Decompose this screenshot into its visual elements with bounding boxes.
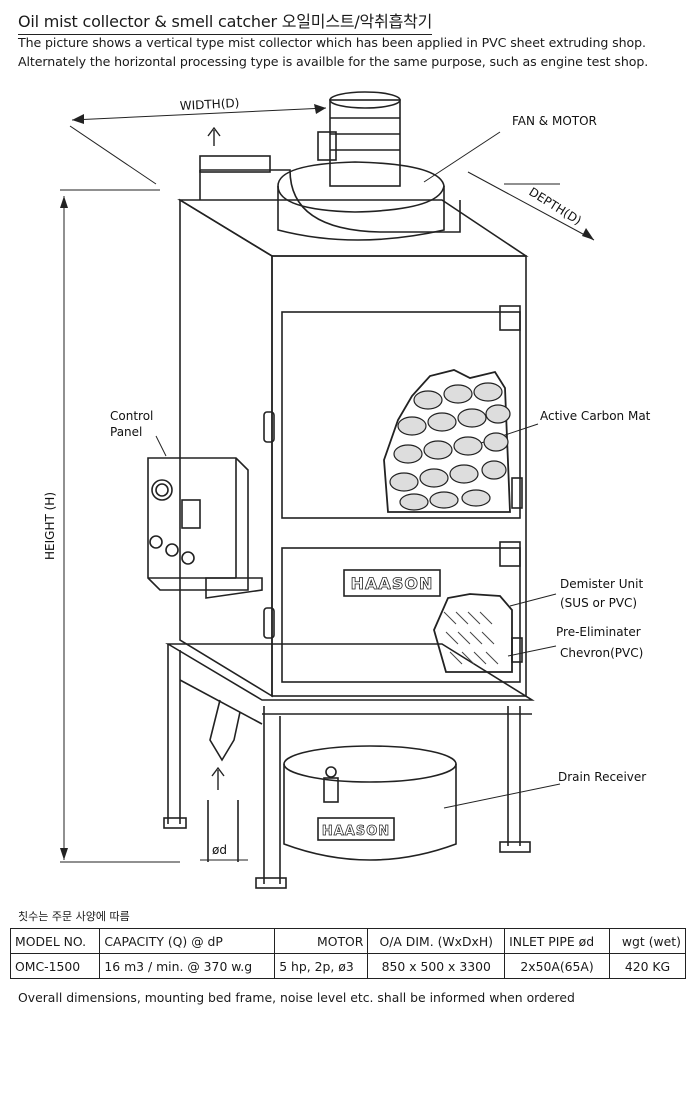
active-carbon-label: Active Carbon Mat bbox=[540, 409, 651, 423]
table-row: OMC-1500 16 m3 / min. @ 370 w.g 5 hp, 2p… bbox=[9, 953, 687, 979]
pushbutton-icon bbox=[149, 535, 163, 549]
pre-eliminater-label: Chevron(PVC) bbox=[560, 646, 643, 660]
pushbutton-icon bbox=[165, 543, 179, 557]
dimension-note: 칫수는 주문 사양에 따름 bbox=[18, 910, 130, 923]
cell-dimension: 850 x 500 x 3300 bbox=[367, 953, 506, 979]
cell-inlet: 2x50A(65A) bbox=[504, 953, 610, 979]
width-label: WIDTH(D) bbox=[179, 96, 239, 113]
inlet-flange bbox=[199, 155, 271, 173]
header-capacity: CAPACITY (Q) @ dP bbox=[99, 928, 276, 954]
upper-door-handle bbox=[263, 411, 275, 443]
pushbutton-icon bbox=[181, 551, 195, 565]
table-header-row: MODEL NO. CAPACITY (Q) @ dP MOTOR O/A DI… bbox=[9, 928, 687, 954]
cell-model: OMC-1500 bbox=[9, 953, 101, 979]
switch-icon bbox=[181, 499, 201, 529]
cell-capacity: 16 m3 / min. @ 370 w.g bbox=[99, 953, 276, 979]
drain-plate-text: HAASON bbox=[322, 824, 390, 839]
motor-body bbox=[329, 99, 401, 187]
header-weight: wgt (wet) bbox=[608, 928, 687, 954]
footer-note: Overall dimensions, mounting bed frame, … bbox=[18, 990, 575, 1005]
control-panel-label: Control bbox=[110, 409, 153, 423]
demister-label: Demister Unit bbox=[560, 577, 643, 591]
fan-housing bbox=[277, 161, 445, 213]
demister-label: (SUS or PVC) bbox=[560, 596, 637, 610]
header-motor: MOTOR bbox=[274, 928, 369, 954]
cabinet-top bbox=[177, 199, 529, 257]
depth-label: DEPTH(D) bbox=[526, 185, 583, 228]
header-dimension: O/A DIM. (WxDxH) bbox=[367, 928, 506, 954]
top-duct bbox=[200, 169, 461, 233]
drain-pipe bbox=[209, 699, 241, 762]
brand-plate-text: HAASON bbox=[351, 574, 434, 593]
mist-collector-drawing: WIDTH(D) DEPTH(D) HEIGHT (H) FAN & MOTOR… bbox=[43, 91, 651, 889]
description-line: The picture shows a vertical type mist c… bbox=[18, 35, 646, 50]
carbon-cutaway bbox=[383, 369, 511, 513]
lower-door-handle bbox=[263, 607, 275, 639]
page-title: Oil mist collector & smell catcher 오일미스트… bbox=[18, 8, 432, 35]
drain-receiver-label: Drain Receiver bbox=[558, 770, 646, 784]
pre-eliminater-label: Pre-Eliminater bbox=[556, 625, 641, 639]
lower-door bbox=[281, 547, 521, 683]
upper-door bbox=[281, 311, 521, 519]
cell-weight: 420 KG bbox=[608, 953, 687, 979]
height-label: HEIGHT (H) bbox=[43, 492, 57, 560]
base-frame-top bbox=[165, 643, 535, 701]
control-panel-label: Panel bbox=[110, 425, 142, 439]
motor-terminal-box bbox=[317, 131, 337, 161]
inlet-dim-label: ød bbox=[212, 843, 227, 857]
brand-plate bbox=[343, 569, 441, 597]
fan-motor-label: FAN & MOTOR bbox=[512, 114, 597, 128]
cell-motor: 5 hp, 2p, ø3 bbox=[274, 953, 369, 979]
drain-receiver bbox=[283, 764, 457, 861]
drain-receiver-plate bbox=[317, 817, 395, 841]
cabinet-side bbox=[179, 198, 273, 698]
demister-cutaway bbox=[433, 593, 513, 673]
header-model: MODEL NO. bbox=[9, 928, 101, 954]
gauge-icon bbox=[151, 479, 173, 501]
spec-table: MODEL NO. CAPACITY (Q) @ dP MOTOR O/A DI… bbox=[9, 928, 687, 979]
control-panel-box bbox=[147, 457, 249, 591]
header-inlet: INLET PIPE ød bbox=[504, 928, 610, 954]
description-line: Alternately the horizontal processing ty… bbox=[18, 54, 649, 69]
